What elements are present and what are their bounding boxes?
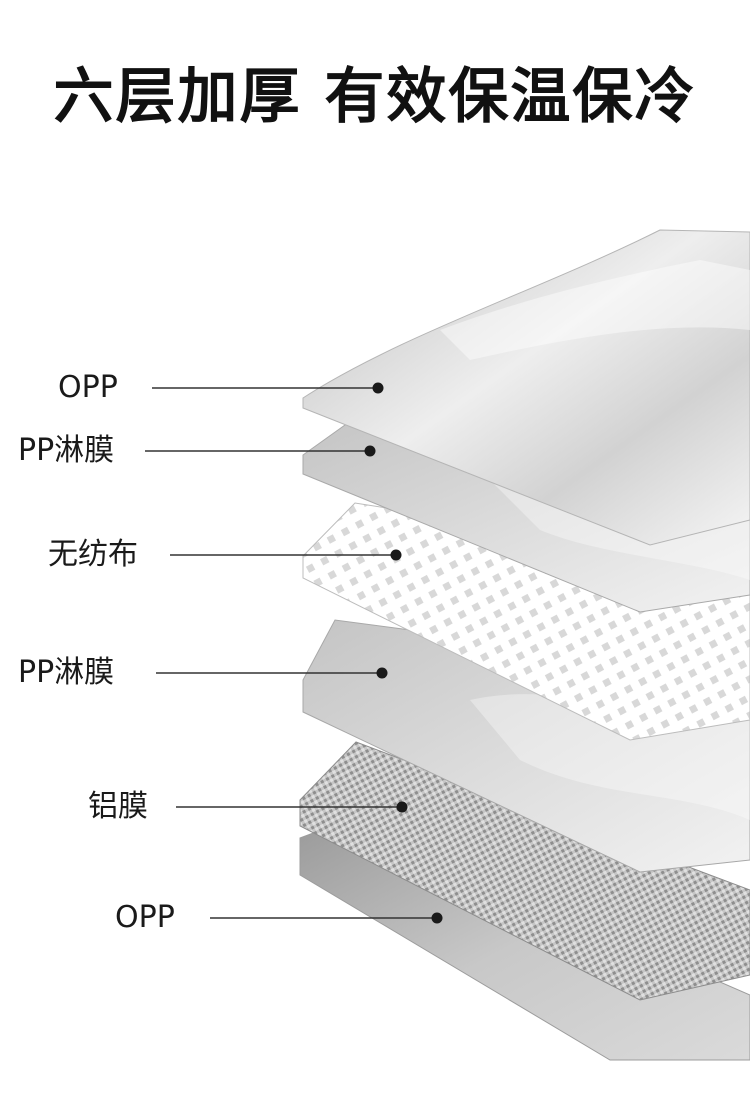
layer-label-pp-film-upper: PP淋膜 (18, 433, 115, 468)
layer-label-nonwoven: 无纺布 (48, 537, 138, 572)
leader-dot-2 (364, 445, 376, 457)
layer-label-aluminum-film: 铝膜 (88, 789, 148, 824)
layer-aluminum-film-sheet (299, 741, 750, 1001)
layer-label-opp-bottom: OPP (115, 900, 175, 935)
layer-label-pp-film-lower: PP淋膜 (18, 655, 115, 690)
leader-dot-1 (372, 382, 384, 394)
leader-dot-3 (390, 549, 402, 561)
layer-opp-top-sheet (302, 229, 750, 546)
layer-label-opp-top: OPP (58, 370, 118, 405)
leader-dot-4 (376, 667, 388, 679)
page-title: 六层加厚 有效保温保冷 (53, 62, 697, 132)
leader-dot-5 (396, 801, 408, 813)
leader-dot-6 (431, 912, 443, 924)
